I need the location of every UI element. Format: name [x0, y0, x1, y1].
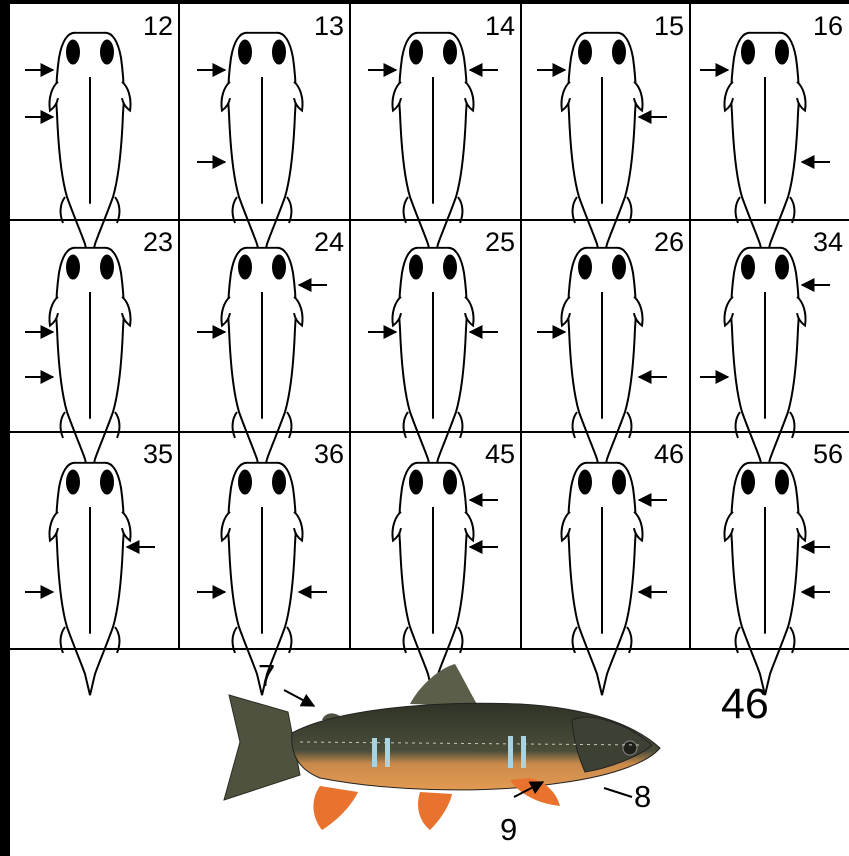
cell-number: 26 — [654, 227, 684, 257]
fin-clip-cell: 45 — [392, 439, 515, 695]
cell-number: 13 — [314, 11, 344, 41]
fish-side-illustration — [224, 664, 660, 830]
example-code: 46 — [721, 680, 769, 729]
fish-top-view — [724, 248, 805, 480]
fish-top-view — [221, 33, 302, 265]
fish-top-view — [724, 463, 805, 695]
cell-number: 45 — [485, 439, 515, 469]
fish-top-view — [561, 463, 642, 695]
cell-number: 16 — [813, 11, 843, 41]
fin-clip-cell: 36 — [197, 439, 344, 695]
cell-number: 25 — [485, 227, 515, 257]
cell-number: 12 — [143, 11, 173, 41]
cell-number: 14 — [485, 11, 515, 41]
cell-number: 46 — [654, 439, 684, 469]
fish-top-view — [49, 463, 130, 695]
fish-top-view — [724, 33, 805, 265]
fish-top-view — [392, 248, 473, 480]
fish-top-view — [561, 248, 642, 480]
fish-top-view — [49, 33, 130, 265]
cell-number: 23 — [143, 227, 173, 257]
fin-clip-cell: 56 — [724, 439, 843, 695]
label-8: 8 — [634, 779, 651, 815]
label-9: 9 — [500, 812, 517, 848]
cell-number: 56 — [813, 439, 843, 469]
cell-number: 15 — [654, 11, 684, 41]
fish-top-view — [49, 248, 130, 480]
fin-clip-cell: 46 — [561, 439, 684, 695]
cell-number: 34 — [813, 227, 843, 257]
fish-top-view — [561, 33, 642, 265]
cell-number: 24 — [314, 227, 344, 257]
cell-number: 36 — [314, 439, 344, 469]
fish-top-view — [392, 33, 473, 265]
label-7: 7 — [258, 658, 275, 694]
fin-clip-cell: 35 — [25, 439, 173, 695]
fish-top-view — [221, 248, 302, 480]
fish-top-view — [392, 463, 473, 695]
cell-number: 35 — [143, 439, 173, 469]
